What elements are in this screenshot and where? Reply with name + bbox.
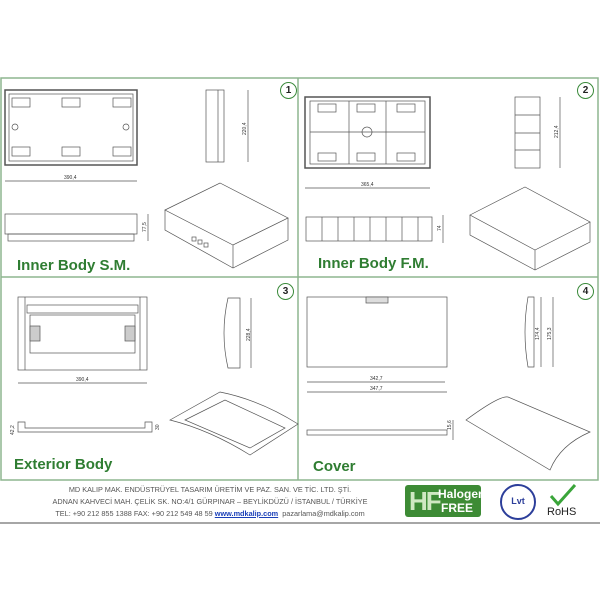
lvt-certification-logo: Lvt bbox=[500, 484, 536, 520]
panel-title: Inner Body F.M. bbox=[318, 255, 429, 272]
halogen-text: Halogen bbox=[438, 487, 486, 501]
panel-number: 2 bbox=[577, 82, 594, 99]
dim-height: 212,4 bbox=[554, 125, 560, 138]
panel-title: Exterior Body bbox=[14, 456, 113, 473]
panel-title: Cover bbox=[313, 458, 356, 475]
contact-line: TEL: +90 212 855 1388 FAX: +90 212 549 4… bbox=[20, 509, 400, 518]
panel-number: 3 bbox=[277, 283, 294, 300]
cover-drawing bbox=[306, 296, 591, 471]
panel-number: 1 bbox=[280, 82, 297, 99]
dim-width-1: 342,7 bbox=[370, 376, 383, 382]
dim-width: 390,4 bbox=[64, 175, 77, 181]
company-address: ADNAN KAHVECİ MAH. ÇELİK SK. NO:4/1 GÜRP… bbox=[52, 497, 368, 506]
panel-title: Inner Body S.M. bbox=[17, 257, 131, 274]
dim-depth-2: 30 bbox=[155, 424, 161, 430]
dim-width: 390,4 bbox=[76, 377, 89, 383]
inner-body-fm-drawing bbox=[304, 96, 591, 271]
phone-fax: TEL: +90 212 855 1388 FAX: +90 212 549 4… bbox=[55, 509, 213, 518]
free-text: FREE bbox=[441, 501, 474, 515]
dim-height: 228,4 bbox=[246, 328, 252, 341]
inner-body-sm-drawing bbox=[4, 89, 289, 269]
dim-height-2: 175,3 bbox=[547, 327, 553, 340]
email[interactable]: pazarlama@mdkalip.com bbox=[282, 509, 365, 518]
rohs-badge: RoHS bbox=[545, 483, 581, 520]
rohs-text: RoHS bbox=[547, 506, 577, 518]
dim-depth: 74 bbox=[437, 225, 443, 231]
website-link[interactable]: www.mdkalip.com bbox=[214, 509, 279, 518]
panel-frame bbox=[0, 77, 599, 481]
checkmark-icon bbox=[549, 483, 577, 507]
halogen-free-badge: HF Halogen FREE bbox=[405, 485, 485, 517]
dim-width-2: 347,7 bbox=[370, 386, 383, 392]
dim-width: 365,4 bbox=[361, 182, 374, 188]
panel-number: 4 bbox=[577, 283, 594, 300]
dim-height: 220,4 bbox=[242, 122, 248, 135]
dim-depth-1: 42,2 bbox=[10, 425, 16, 435]
dim-height-1: 174,4 bbox=[535, 327, 541, 340]
company-name: MD KALIP MAK. ENDÜSTRÜYEL TASARIM ÜRETİM… bbox=[68, 485, 352, 494]
dim-depth: 77,5 bbox=[142, 222, 148, 232]
dim-depth: 15,6 bbox=[447, 420, 453, 430]
exterior-body-drawing bbox=[17, 296, 299, 456]
hf-mark: HF bbox=[409, 486, 442, 516]
